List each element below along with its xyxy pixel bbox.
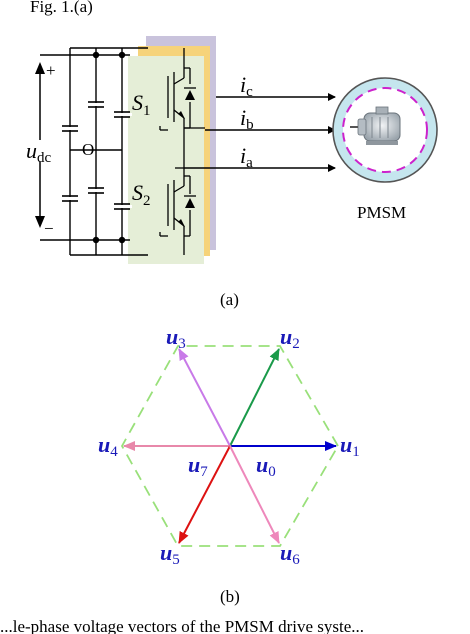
ib-label: ib: [240, 105, 254, 133]
ic-main: i: [240, 72, 246, 97]
midpoint-label: O: [82, 140, 94, 159]
u5-sub: 5: [172, 552, 180, 568]
ic-label: ic: [240, 72, 253, 100]
hexagon: [120, 345, 340, 547]
u7-sub: 7: [200, 464, 208, 480]
junction-dots: [92, 51, 126, 244]
phase-lines: [184, 93, 336, 172]
dc-label-main: u: [26, 138, 37, 163]
ib-sub: b: [246, 117, 254, 133]
u1-main: u: [340, 432, 352, 457]
dc-voltage-label: udc: [26, 138, 52, 166]
u4-main: u: [98, 432, 110, 457]
label-u5: u5: [160, 540, 180, 568]
u0-main: u: [256, 452, 268, 477]
footer-text: ...le-phase voltage vectors of the PMSM …: [0, 617, 364, 634]
caption-b: (b): [220, 587, 240, 606]
ia-main: i: [240, 143, 246, 168]
u6-sub: 6: [292, 552, 300, 568]
motor-label: PMSM: [357, 203, 406, 222]
vector-u6: [229, 445, 280, 544]
header-text: Fig. 1.(a): [30, 0, 93, 16]
label-u0: u0: [256, 452, 276, 480]
ia-sub: a: [246, 155, 253, 171]
label-u2: u2: [280, 324, 300, 352]
ic-sub: c: [246, 84, 253, 100]
ia-label: ia: [240, 143, 253, 171]
motor-icon: [350, 106, 401, 145]
minus-sign: −: [44, 219, 54, 238]
switch1-label: S1: [132, 90, 151, 119]
label-u3: u3: [166, 324, 186, 352]
label-u4: u4: [98, 432, 118, 460]
capacitors: [62, 101, 130, 210]
vector-u2: [229, 348, 280, 447]
label-u1: u1: [340, 432, 360, 460]
plus-sign: +: [46, 61, 56, 80]
switch1-main: S: [132, 90, 143, 115]
u2-sub: 2: [292, 336, 300, 352]
u0-sub: 0: [268, 464, 276, 480]
switch2-label: S2: [132, 180, 151, 209]
phase-a-panel: [128, 56, 204, 264]
vector-u5: [178, 445, 231, 544]
u1-sub: 1: [352, 444, 360, 460]
vector-u3: [178, 348, 231, 447]
ib-main: i: [240, 105, 246, 130]
pmsm-motor: [332, 77, 438, 183]
u2-main: u: [280, 324, 292, 349]
label-u6: u6: [280, 540, 300, 568]
dc-bus: [40, 47, 148, 256]
voltage-vector-diagram: u1 u2 u3 u4 u5 u6 u7 u0: [98, 324, 360, 568]
switch2-main: S: [132, 180, 143, 205]
u4-sub: 4: [110, 444, 118, 460]
dc-label-sub: dc: [37, 150, 52, 166]
inverter-circuit: O + − udc: [26, 36, 438, 264]
u5-main: u: [160, 540, 172, 565]
switch2-sub: 2: [143, 193, 151, 209]
u3-sub: 3: [178, 336, 186, 352]
u7-main: u: [188, 452, 200, 477]
switch-legs: [159, 48, 205, 255]
caption-a: (a): [220, 290, 239, 309]
u3-main: u: [166, 324, 178, 349]
u6-main: u: [280, 540, 292, 565]
switch1-sub: 1: [143, 103, 151, 119]
label-u7: u7: [188, 452, 208, 480]
